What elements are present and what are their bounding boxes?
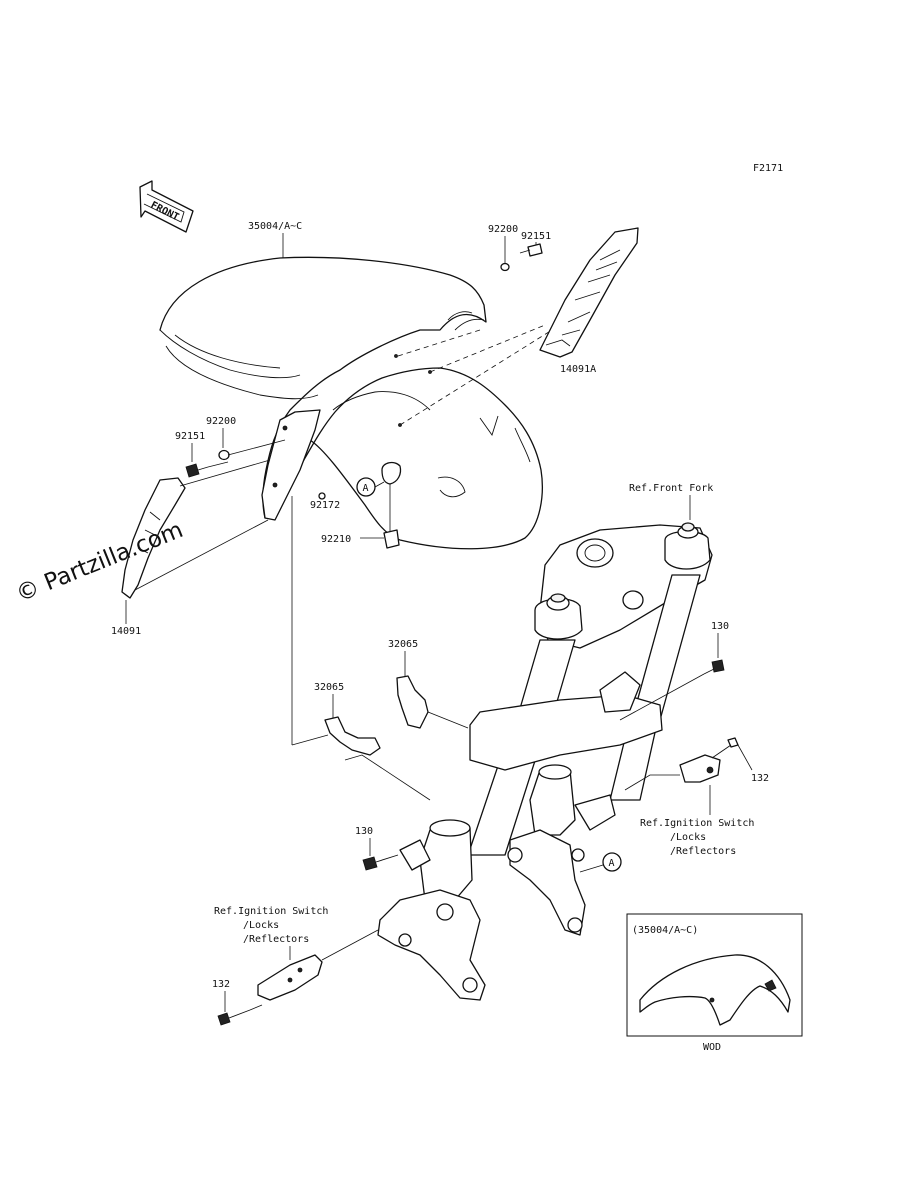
label-bolt-130-left: 130: [355, 826, 373, 837]
label-bolt-left: 92151: [175, 431, 205, 442]
watermark-text: © Partzilla.com: [13, 517, 187, 608]
fender-side-panel-part: [261, 409, 321, 521]
bracket-upper-part: [396, 675, 429, 729]
inset-fender-part: [639, 954, 791, 1026]
label-bracket-lower: 32065: [314, 682, 344, 693]
fender-cover-left-part: [121, 477, 186, 599]
label-bolt-right: 92151: [521, 231, 551, 242]
ref-ignition-left-line-3: /Reflectors: [243, 934, 309, 945]
label-bolt-130-right: 130: [711, 621, 729, 632]
ignition-bracket-right-part: [679, 754, 721, 783]
label-washer-right: 92200: [488, 224, 518, 235]
fender-mount-part: [381, 461, 402, 485]
front-arrow-icon: FRONT: [139, 180, 194, 233]
svg-text:A: A: [609, 858, 615, 869]
ref-ignition-right-line-1: Ref.Ignition Switch: [640, 818, 754, 829]
callout-a-bottom: A: [579, 852, 622, 873]
stud-part: [318, 492, 326, 500]
bolt-130-left-part: [362, 854, 399, 871]
label-front-fork-ref: Ref.Front Fork: [629, 483, 713, 494]
label-stud: 92172: [310, 500, 340, 511]
ref-ignition-right-line-3: /Reflectors: [670, 846, 736, 857]
front-fender-part: [159, 256, 569, 550]
label-bolt-132-left: 132: [212, 979, 230, 990]
ref-ignition-left-line-2: /Locks: [243, 920, 279, 931]
label-washer-left: 92200: [206, 416, 236, 427]
bracket-lower-part: [324, 716, 381, 756]
diagram-code: F2171: [753, 163, 783, 174]
label-bolt-132-right: 132: [751, 773, 769, 784]
label-bracket-upper: 32065: [388, 639, 418, 650]
label-clip: 92210: [321, 534, 351, 545]
bolt-left-part: [185, 463, 209, 478]
bolt-132-left-part: [217, 1009, 251, 1026]
inset-box: (35004/A~C) WOD: [626, 913, 803, 1053]
front-fork-assembly-part: [377, 522, 713, 1001]
bolt-right-part: [519, 243, 543, 257]
label-cover-right: 14091A: [560, 364, 596, 375]
inset-caption: WOD: [703, 1042, 721, 1053]
washer-right-part: [500, 262, 510, 272]
inset-title: (35004/A~C): [632, 925, 698, 936]
bolt-130-right-part: [703, 659, 725, 675]
bolt-132-right-part: [711, 737, 739, 759]
callout-a-top: A: [356, 477, 385, 497]
label-cover-left: 14091: [111, 626, 141, 637]
ref-ignition-right-line-2: /Locks: [670, 832, 706, 843]
washer-left-part: [218, 449, 230, 461]
clip-part: [383, 529, 400, 549]
ref-ignition-left-line-1: Ref.Ignition Switch: [214, 906, 328, 917]
fender-cover-right-part: [539, 227, 639, 358]
label-fender: 35004/A~C: [248, 221, 302, 232]
ignition-bracket-left-part: [257, 954, 323, 1001]
svg-text:A: A: [363, 483, 369, 494]
